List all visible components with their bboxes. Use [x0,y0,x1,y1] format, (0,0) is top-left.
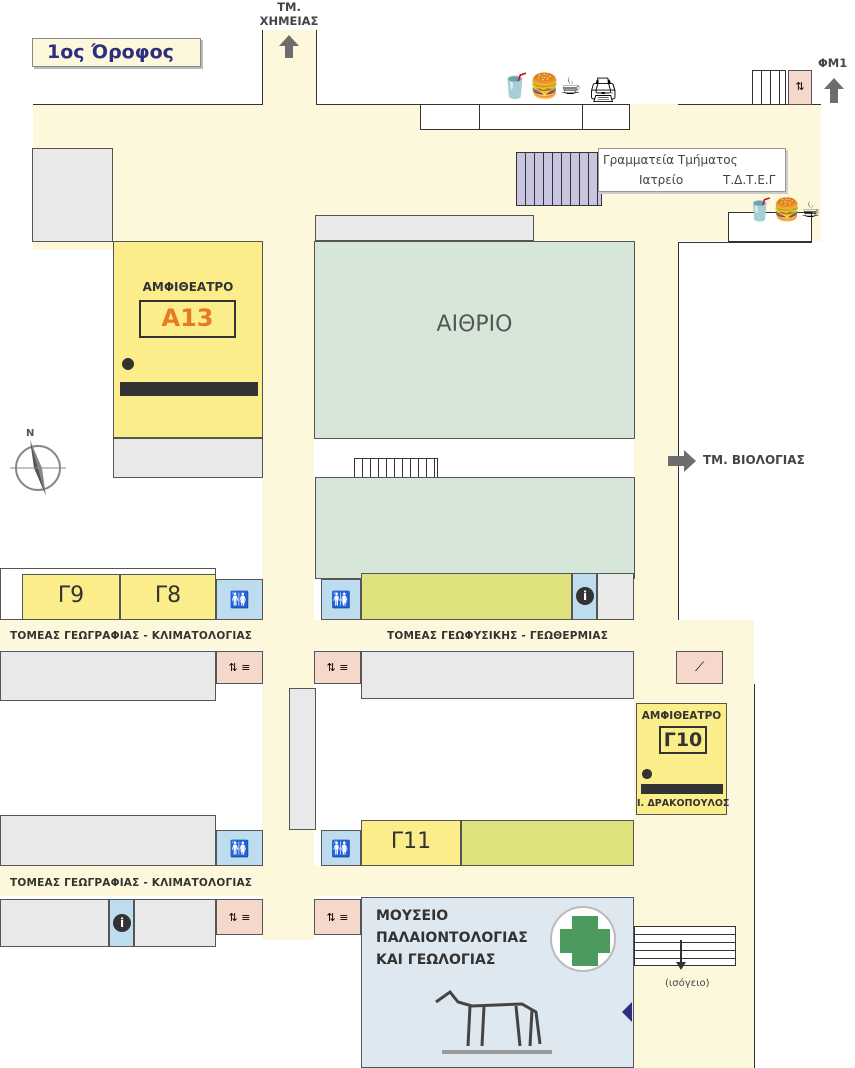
stairs-elevator-west-bottom-icon: ⇅ ≡ [216,899,263,935]
corridor-east-vertical [634,230,678,620]
link-chemistry-label[interactable]: ΤΜ. ΧΗΜΕΙΑΣ [259,0,319,28]
sector-geography-top: ΤΟΜΕΑΣ ΓΕΩΓΡΑΦΙΑΣ - ΚΛΙΜΑΤΟΛΟΓΙΑΣ [10,630,253,642]
wall-east [678,242,679,620]
room-g11-label: Γ11 [390,829,432,854]
room-g11-annex [461,820,634,866]
link-biology-label[interactable]: ΤΜ. ΒΙΟΛΟΓΙΑΣ [703,453,805,467]
wall-north-left [262,30,263,105]
room-atrium-south [315,477,635,579]
room-g9-label: Γ9 [57,583,85,608]
room-west-g-bottom-upper [0,815,216,866]
stairs-elevator-center-bottom-icon: ⇅ ≡ [314,899,361,935]
atrium-label: ΑΙΘΡΙΟ [436,312,513,337]
corridor-geo-bottom [0,866,634,896]
stairs-elevator-center-top-icon: ⇅ ≡ [314,651,361,684]
cafe-icon-right: 🥤🍔☕ [746,198,821,223]
museum-line2: ΠΑΛΑΙΟΝΤΟΛΟΓΙΑΣ [376,930,528,946]
info-point-center-icon[interactable]: i [572,573,597,620]
cafe-icon-top: 🥤🍔☕ [500,72,582,100]
arrow-down-ground-icon [680,940,682,964]
amphitheatre-g10-board: Γ10 [659,726,707,754]
amphitheatre-g10-number: Γ10 [663,729,703,751]
audience-g10-bench [641,784,723,794]
museum-line1: ΜΟΥΣΕΙΟ [376,908,449,924]
audience-g10-icon [641,766,723,788]
wall-right-upper [678,104,821,105]
stairs-east-icon: ⟋ [676,651,723,684]
amphitheatre-g10-name: Ι. ΔΡΑΚΟΠΟΥΛΟΣ [637,798,730,809]
stairs-ground-floor-icon [634,926,736,966]
corridor-geo-top [0,620,634,650]
secretariat-label: Γραμματεία Τμήματος [603,153,738,167]
compass-north-label: N [26,428,35,439]
stairs-elevator-west-top-icon: ⇅ ≡ [216,651,263,684]
amphitheatre-a13[interactable]: ΑΜΦΙΘΕΑΤΡΟ Α13 [113,241,263,438]
room-g9[interactable]: Γ9 [22,574,120,620]
stairs-fm1-icon [752,70,786,105]
compass-icon [8,438,68,498]
room-below-a13 [113,438,263,478]
arrow-down-ground-head [676,962,686,970]
amphitheatre-g10[interactable]: ΑΜΦΙΘΕΑΤΡΟ Γ10 Ι. ΔΡΑΚΟΠΟΥΛΟΣ [636,703,730,815]
room-geophysics-end [597,573,634,620]
sector-geophysics: ΤΟΜΕΑΣ ΓΕΩΦΥΣΙΚΗΣ - ΓΕΩΘΕΡΜΙΑΣ [387,630,609,642]
room-atrium-north [315,215,534,241]
room-top-small-1 [420,104,480,130]
wc-west-bottom-icon: 🚻 [216,830,263,866]
skeleton-icon [432,984,552,1056]
infirmary-label: Ιατρείο [639,173,684,187]
wc-center-bottom-icon: 🚻 [321,830,361,866]
ground-floor-label: (ισόγειο) [665,978,710,989]
elevator-fm1-icon: ⇅ [788,70,812,105]
wc-west-top-icon: 🚻 [216,579,263,620]
room-geophysics-green [361,573,572,620]
floor-label: 1ος Όροφος [47,41,174,63]
wall-north-right [316,30,317,105]
amphitheatre-g10-title: ΑΜΦΙΘΕΑΤΡΟ [641,710,722,722]
room-west-g-bottom-right [134,899,216,947]
room-center-vertical [289,688,316,830]
link-fm1-label[interactable]: ΦΜ1 [818,56,848,70]
wc-center-top-icon: 🚻 [321,579,361,620]
floor-label-box: 1ος Όροφος [32,38,201,67]
wall-top-right [316,104,420,105]
stairs-secretariat-icon [516,152,602,206]
cafe-right-room [728,212,812,242]
amphitheatre-a13-board: Α13 [139,300,236,338]
wall-east-top-right [678,242,812,243]
tdteg-label: Τ.Δ.Τ.Ε.Γ [723,173,776,187]
room-west-top [32,148,113,242]
museum-line3: ΚΑΙ ΓΕΩΛΟΓΙΑΣ [376,952,496,968]
wall-east-lower [754,684,755,1068]
museum-entrance-icon [622,1002,632,1022]
arrow-right-biology-icon[interactable] [668,450,696,472]
room-g8-label: Γ8 [154,583,182,608]
room-g8[interactable]: Γ8 [120,574,216,620]
museum-paleontology[interactable]: ΜΟΥΣΕΙΟ ΠΑΛΑΙΟΝΤΟΛΟΓΙΑΣ ΚΑΙ ΓΕΩΛΟΓΙΑΣ [361,897,634,1068]
corridor-east-lower [634,620,754,1068]
museum-logo-icon [550,906,616,972]
arrow-up-chemistry-icon[interactable] [279,35,299,58]
room-west-g-lower [0,651,216,701]
room-top-small-3 [582,104,630,130]
info-point-west-icon[interactable]: i [109,899,134,947]
audience-a13-bench [120,382,258,396]
amphitheatre-a13-title: ΑΜΦΙΘΕΑΤΡΟ [142,280,234,294]
copier-icon: 🖨 [588,76,619,104]
room-geophysics-lower [361,651,634,699]
room-top-small-2 [479,104,583,130]
stairs-atrium-icon [354,458,438,478]
room-west-g-bottom-left [0,899,109,947]
corridor-main-vertical [262,230,314,940]
wall-top-left [33,104,262,105]
room-g11[interactable]: Γ11 [361,820,461,866]
sector-geography-bottom: ΤΟΜΕΑΣ ΓΕΩΓΡΑΦΙΑΣ - ΚΛΙΜΑΤΟΛΟΓΙΑΣ [10,877,253,889]
atrium: ΑΙΘΡΙΟ [314,241,635,439]
arrow-up-fm1-icon[interactable] [824,78,844,103]
amphitheatre-a13-number: Α13 [161,304,214,332]
secretariat-box: Γραμματεία Τμήματος Ιατρείο Τ.Δ.Τ.Ε.Γ [598,148,786,192]
